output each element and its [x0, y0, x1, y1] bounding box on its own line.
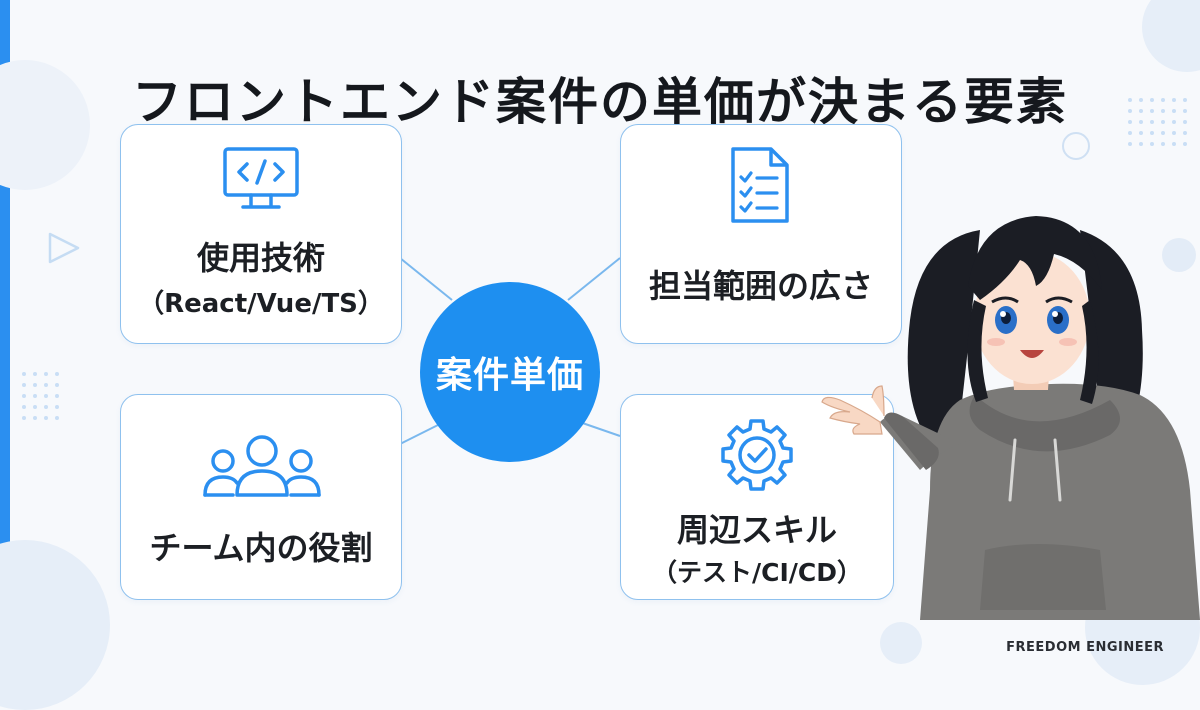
- play-triangle-icon: [48, 232, 80, 264]
- decorative-dot: [1139, 120, 1143, 124]
- decorative-dot: [44, 394, 48, 398]
- decorative-dot: [1172, 120, 1176, 124]
- decorative-dot: [1128, 120, 1132, 124]
- decorative-dot: [22, 383, 26, 387]
- card-skills-subtitle: （テスト/CI/CD）: [651, 558, 862, 587]
- decorative-dot: [44, 405, 48, 409]
- decorative-dot: [1128, 131, 1132, 135]
- decorative-dot: [1172, 109, 1176, 113]
- decorative-dot: [1139, 142, 1143, 146]
- decorative-dot: [1183, 98, 1187, 102]
- deco-ring-right: [1062, 132, 1090, 160]
- presenter-character-illustration: [821, 216, 1200, 620]
- card-related-skills: 周辺スキル （テスト/CI/CD）: [620, 394, 894, 600]
- decorative-dot: [33, 394, 37, 398]
- decorative-dot: [1172, 131, 1176, 135]
- card-scope-title: 担当範囲の広さ: [648, 267, 873, 305]
- decorative-dot: [1161, 98, 1165, 102]
- decorative-dot: [33, 383, 37, 387]
- card-scope: 担当範囲の広さ: [620, 124, 902, 344]
- hub-circle: 案件単価: [420, 282, 600, 462]
- team-people-icon: [203, 435, 321, 497]
- decorative-dot: [1161, 120, 1165, 124]
- decorative-dot: [1128, 98, 1132, 102]
- decorative-dot: [55, 394, 59, 398]
- decorative-dot: [1172, 142, 1176, 146]
- check-gear-icon: [721, 419, 793, 491]
- decorative-dot: [1139, 131, 1143, 135]
- decorative-dot: [1172, 98, 1176, 102]
- decorative-dot: [33, 416, 37, 420]
- decorative-dot: [44, 372, 48, 376]
- left-accent-bar: [0, 0, 10, 675]
- decorative-dot: [22, 416, 26, 420]
- decorative-dot: [44, 416, 48, 420]
- deco-circle-bottom-mid: [880, 622, 922, 664]
- card-skills-title: 周辺スキル: [676, 511, 837, 549]
- page-title: フロントエンド案件の単価が決まる要素: [132, 72, 1068, 131]
- decorative-dot: [33, 372, 37, 376]
- decorative-dot: [55, 372, 59, 376]
- card-tech-stack: 使用技術 （React/Vue/TS）: [120, 124, 402, 344]
- decorative-dot: [1161, 109, 1165, 113]
- decorative-dot: [55, 383, 59, 387]
- code-monitor-icon: [223, 147, 299, 209]
- decorative-dot: [1139, 109, 1143, 113]
- decorative-dot: [1183, 120, 1187, 124]
- checklist-document-icon: [731, 147, 789, 223]
- card-role-title: チーム内の役割: [149, 529, 373, 567]
- decorative-dot: [55, 405, 59, 409]
- decorative-dot: [1183, 109, 1187, 113]
- decorative-dot: [1150, 109, 1154, 113]
- deco-circle-right-small: [1162, 238, 1196, 272]
- decorative-dot: [1139, 98, 1143, 102]
- decorative-dot: [22, 372, 26, 376]
- decorative-dot: [22, 405, 26, 409]
- card-tech-subtitle: （React/Vue/TS）: [138, 289, 384, 319]
- decorative-dot: [55, 416, 59, 420]
- decorative-dot: [1150, 98, 1154, 102]
- decorative-dot: [44, 383, 48, 387]
- decorative-dot: [1161, 142, 1165, 146]
- decorative-dot: [22, 394, 26, 398]
- decorative-dot: [1150, 131, 1154, 135]
- decorative-dot: [1161, 131, 1165, 135]
- hub-label: 案件単価: [435, 355, 584, 396]
- decorative-dot: [1183, 131, 1187, 135]
- decorative-dot: [1128, 109, 1132, 113]
- brand-label: FREEDOM ENGINEER: [1006, 640, 1164, 655]
- card-tech-title: 使用技術: [196, 239, 325, 277]
- decorative-dot: [1150, 142, 1154, 146]
- decorative-dot: [1150, 120, 1154, 124]
- decorative-dot: [33, 405, 37, 409]
- decorative-dot: [1183, 142, 1187, 146]
- decorative-dot: [1128, 142, 1132, 146]
- card-team-role: チーム内の役割: [120, 394, 402, 600]
